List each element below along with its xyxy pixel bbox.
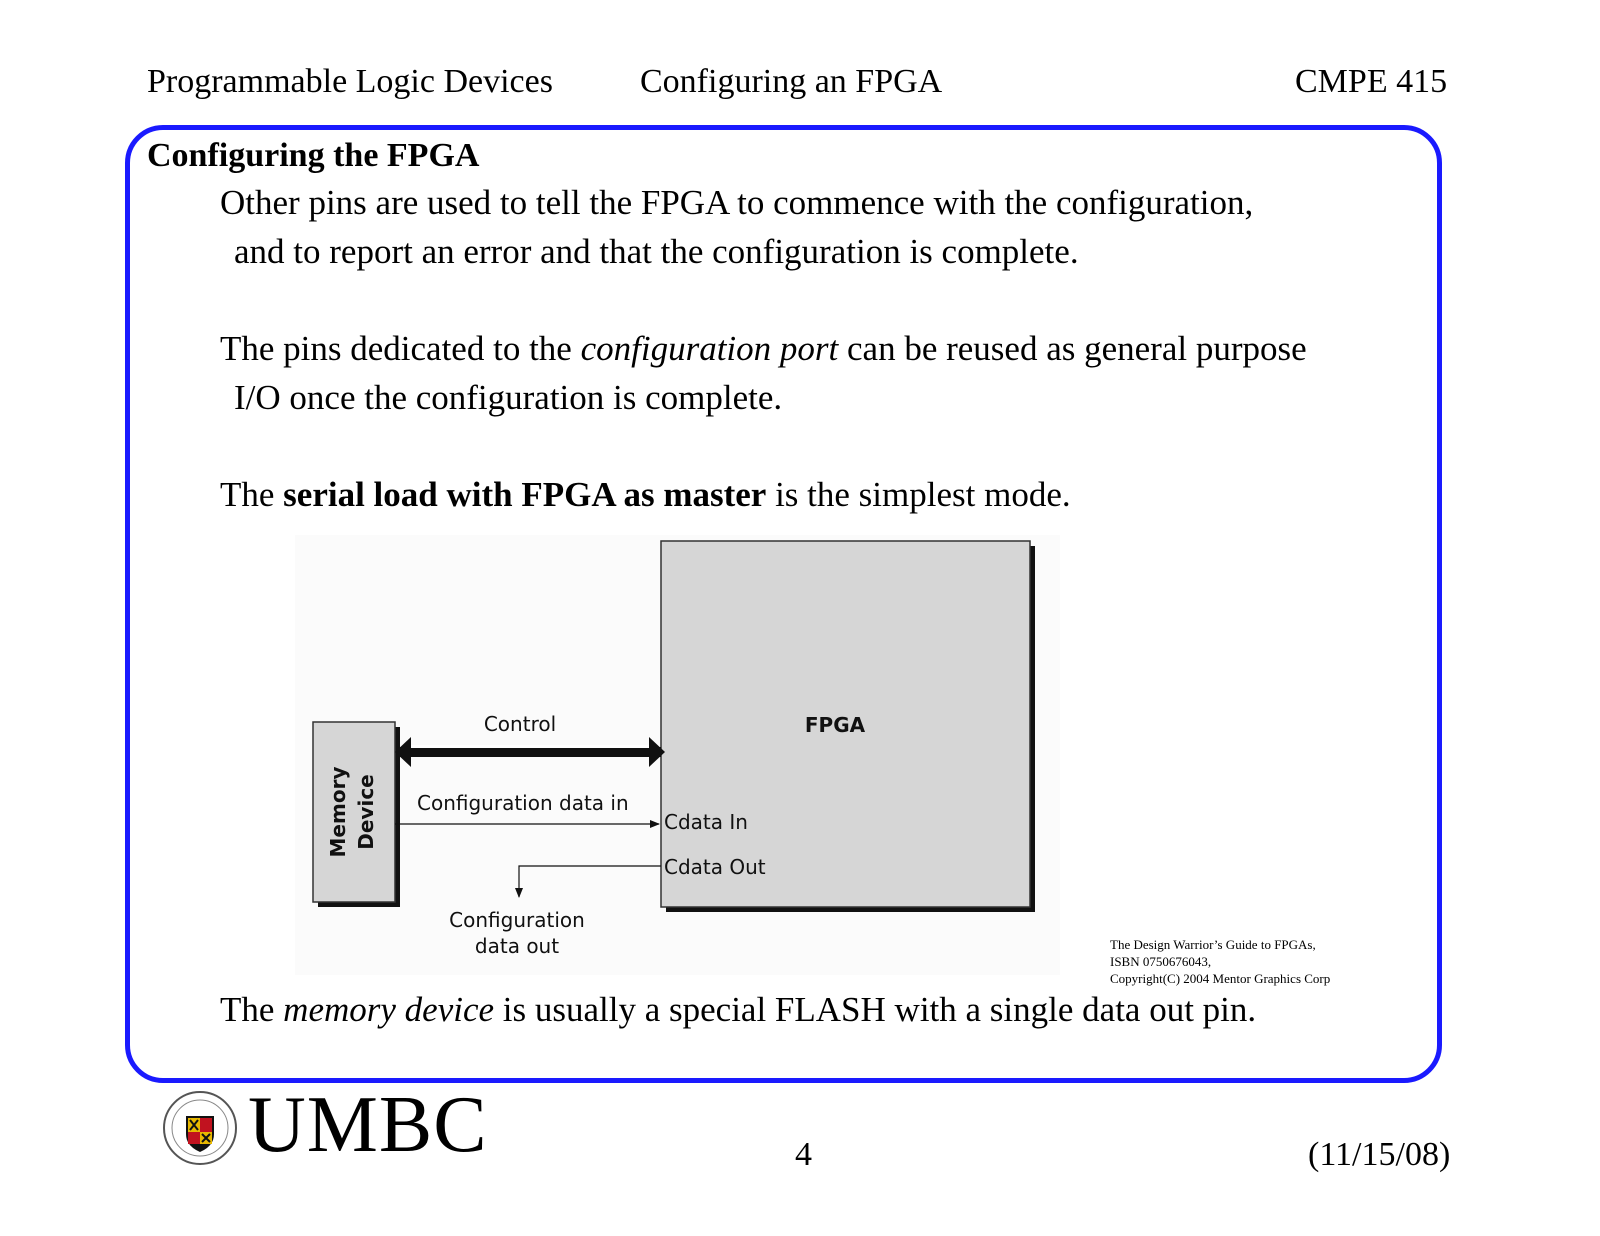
diagram-canvas: FPGA Control Configuration data in Cdata… xyxy=(312,540,1035,958)
paragraph-memory-device: The memory device is usually a special F… xyxy=(220,985,1256,1034)
slide-date: (11/15/08) xyxy=(1308,1136,1451,1173)
umbc-wordmark: UMBC xyxy=(248,1081,488,1169)
control-arrow-right xyxy=(649,737,665,767)
header-slide-topic: Configuring an FPGA xyxy=(640,63,943,100)
paragraph-serial-load: The serial load with FPGA as master is t… xyxy=(220,470,1071,519)
header-course-topic: Programmable Logic Devices xyxy=(147,63,553,100)
paragraph-config-port: The pins dedicated to the configuration … xyxy=(220,324,1307,422)
cdata-out-label: Cdata Out xyxy=(664,855,766,879)
paragraph-text: The xyxy=(220,475,284,514)
cdata-in-label: Cdata In xyxy=(664,810,748,834)
paragraph-line: I/O once the configuration is complete. xyxy=(234,378,783,417)
control-bus xyxy=(399,747,661,757)
paragraph-line: Other pins are used to tell the FPGA to … xyxy=(220,183,1254,222)
config-out-label-line1: Configuration xyxy=(449,908,585,932)
memory-label-line1: Memory xyxy=(326,767,350,858)
emphasis-serial-load: serial load with FPGA as master xyxy=(283,475,767,514)
umbc-seal-logo xyxy=(162,1090,238,1171)
config-data-out-arrow xyxy=(515,865,661,898)
paragraph-line: and to report an error and that the conf… xyxy=(234,232,1079,271)
fpga-label: FPGA xyxy=(805,713,866,737)
fpga-box xyxy=(660,540,1031,908)
slide-title: Configuring the FPGA xyxy=(147,137,480,174)
slide-frame xyxy=(125,125,1442,1083)
memory-label-line2: Device xyxy=(354,774,378,849)
paragraph-text: is the simplest mode. xyxy=(766,475,1071,514)
control-bus-highlight xyxy=(403,745,657,748)
header-course-code: CMPE 415 xyxy=(1295,63,1448,100)
paragraph-text: The pins dedicated to the xyxy=(220,329,581,368)
paragraph-pins-commence: Other pins are used to tell the FPGA to … xyxy=(220,178,1253,276)
serial-load-diagram: FPGA Control Configuration data in Cdata… xyxy=(295,535,1060,975)
credit-line: The Design Warrior’s Guide to FPGAs, xyxy=(1110,937,1316,952)
figure-credit: The Design Warrior’s Guide to FPGAs, ISB… xyxy=(1110,936,1330,987)
emphasis-configuration-port: configuration port xyxy=(580,329,839,368)
memory-device-box xyxy=(312,721,396,903)
config-out-label-line2: data out xyxy=(475,934,559,958)
paragraph-text: The xyxy=(220,990,284,1029)
credit-line: ISBN 0750676043, xyxy=(1110,954,1212,969)
credit-line: Copyright(C) 2004 Mentor Graphics Corp xyxy=(1110,971,1331,986)
paragraph-text: is usually a special FLASH with a single… xyxy=(494,990,1257,1029)
emphasis-memory-device: memory device xyxy=(283,990,495,1029)
page-number: 4 xyxy=(795,1136,812,1173)
paragraph-text: can be reused as general purpose xyxy=(838,329,1307,368)
control-label: Control xyxy=(484,712,556,736)
config-in-label: Configuration data in xyxy=(417,791,629,815)
control-arrow-left xyxy=(395,737,411,767)
